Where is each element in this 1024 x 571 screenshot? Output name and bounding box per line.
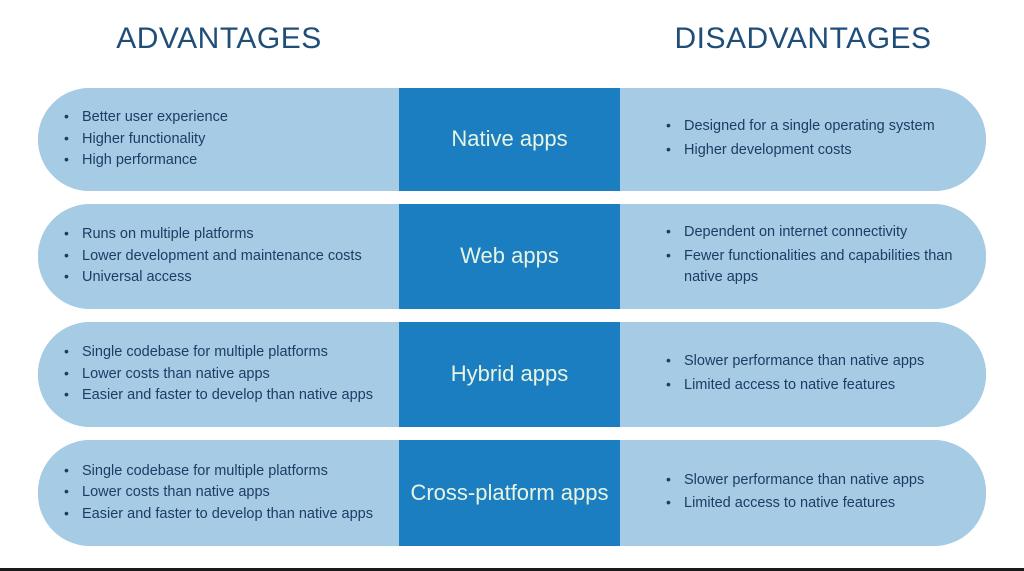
disadvantages-list: Dependent on internet connectivity Fewer… [662,221,970,291]
disadvantages-list: Designed for a single operating system H… [662,115,970,163]
advantages-list: Single codebase for multiple platforms L… [60,460,391,526]
category-label-cell: Hybrid apps [399,322,620,427]
disadvantages-cell: Dependent on internet connectivity Fewer… [620,204,986,309]
category-label: Cross-platform apps [410,479,609,505]
list-item: Lower costs than native apps [60,481,391,503]
advantages-list: Better user experience Higher functional… [60,106,391,172]
list-item: Single codebase for multiple platforms [60,341,391,363]
list-item: Slower performance than native apps [662,350,970,373]
comparison-row-cross-platform-apps: Single codebase for multiple platforms L… [38,440,986,546]
comparison-row-native-apps: Better user experience Higher functional… [38,88,986,191]
list-item: Higher functionality [60,128,391,150]
advantages-cell: Single codebase for multiple platforms L… [38,440,399,546]
comparison-rows: Better user experience Higher functional… [38,88,986,559]
advantages-cell: Runs on multiple platforms Lower develop… [38,204,399,309]
category-label: Native apps [451,126,568,152]
disadvantages-column-heading: DISADVANTAGES [674,22,932,55]
category-label: Web apps [460,243,559,269]
list-item: Fewer functionalities and capabilities t… [662,245,970,289]
category-label: Hybrid apps [450,361,569,387]
disadvantages-list: Slower performance than native apps Limi… [662,350,970,398]
column-headers: ADVANTAGES DISADVANTAGES [0,22,1024,68]
advantages-list: Single codebase for multiple platforms L… [60,341,391,407]
list-item: Easier and faster to develop than native… [60,384,391,406]
advantages-cell: Single codebase for multiple platforms L… [38,322,399,427]
disadvantages-list: Slower performance than native apps Limi… [662,469,970,517]
comparison-row-web-apps: Runs on multiple platforms Lower develop… [38,204,986,309]
category-label-cell: Cross-platform apps [399,440,620,546]
list-item: Lower development and maintenance costs [60,245,391,267]
disadvantages-cell: Slower performance than native apps Limi… [620,440,986,546]
advantages-column-heading: ADVANTAGES [116,22,322,55]
list-item: Limited access to native features [662,492,970,515]
category-label-cell: Web apps [399,204,620,309]
list-item: Designed for a single operating system [662,115,970,138]
list-item: Limited access to native features [662,374,970,397]
list-item: Better user experience [60,106,391,128]
list-item: Slower performance than native apps [662,469,970,492]
list-item: Higher development costs [662,139,970,162]
list-item: High performance [60,149,391,171]
list-item: Runs on multiple platforms [60,223,391,245]
comparison-row-hybrid-apps: Single codebase for multiple platforms L… [38,322,986,427]
list-item: Easier and faster to develop than native… [60,503,391,525]
list-item: Dependent on internet connectivity [662,221,970,244]
advantages-list: Runs on multiple platforms Lower develop… [60,223,391,289]
category-label-cell: Native apps [399,88,620,191]
disadvantages-cell: Slower performance than native apps Limi… [620,322,986,427]
list-item: Single codebase for multiple platforms [60,460,391,482]
advantages-cell: Better user experience Higher functional… [38,88,399,191]
list-item: Lower costs than native apps [60,363,391,385]
disadvantages-cell: Designed for a single operating system H… [620,88,986,191]
list-item: Universal access [60,266,391,288]
